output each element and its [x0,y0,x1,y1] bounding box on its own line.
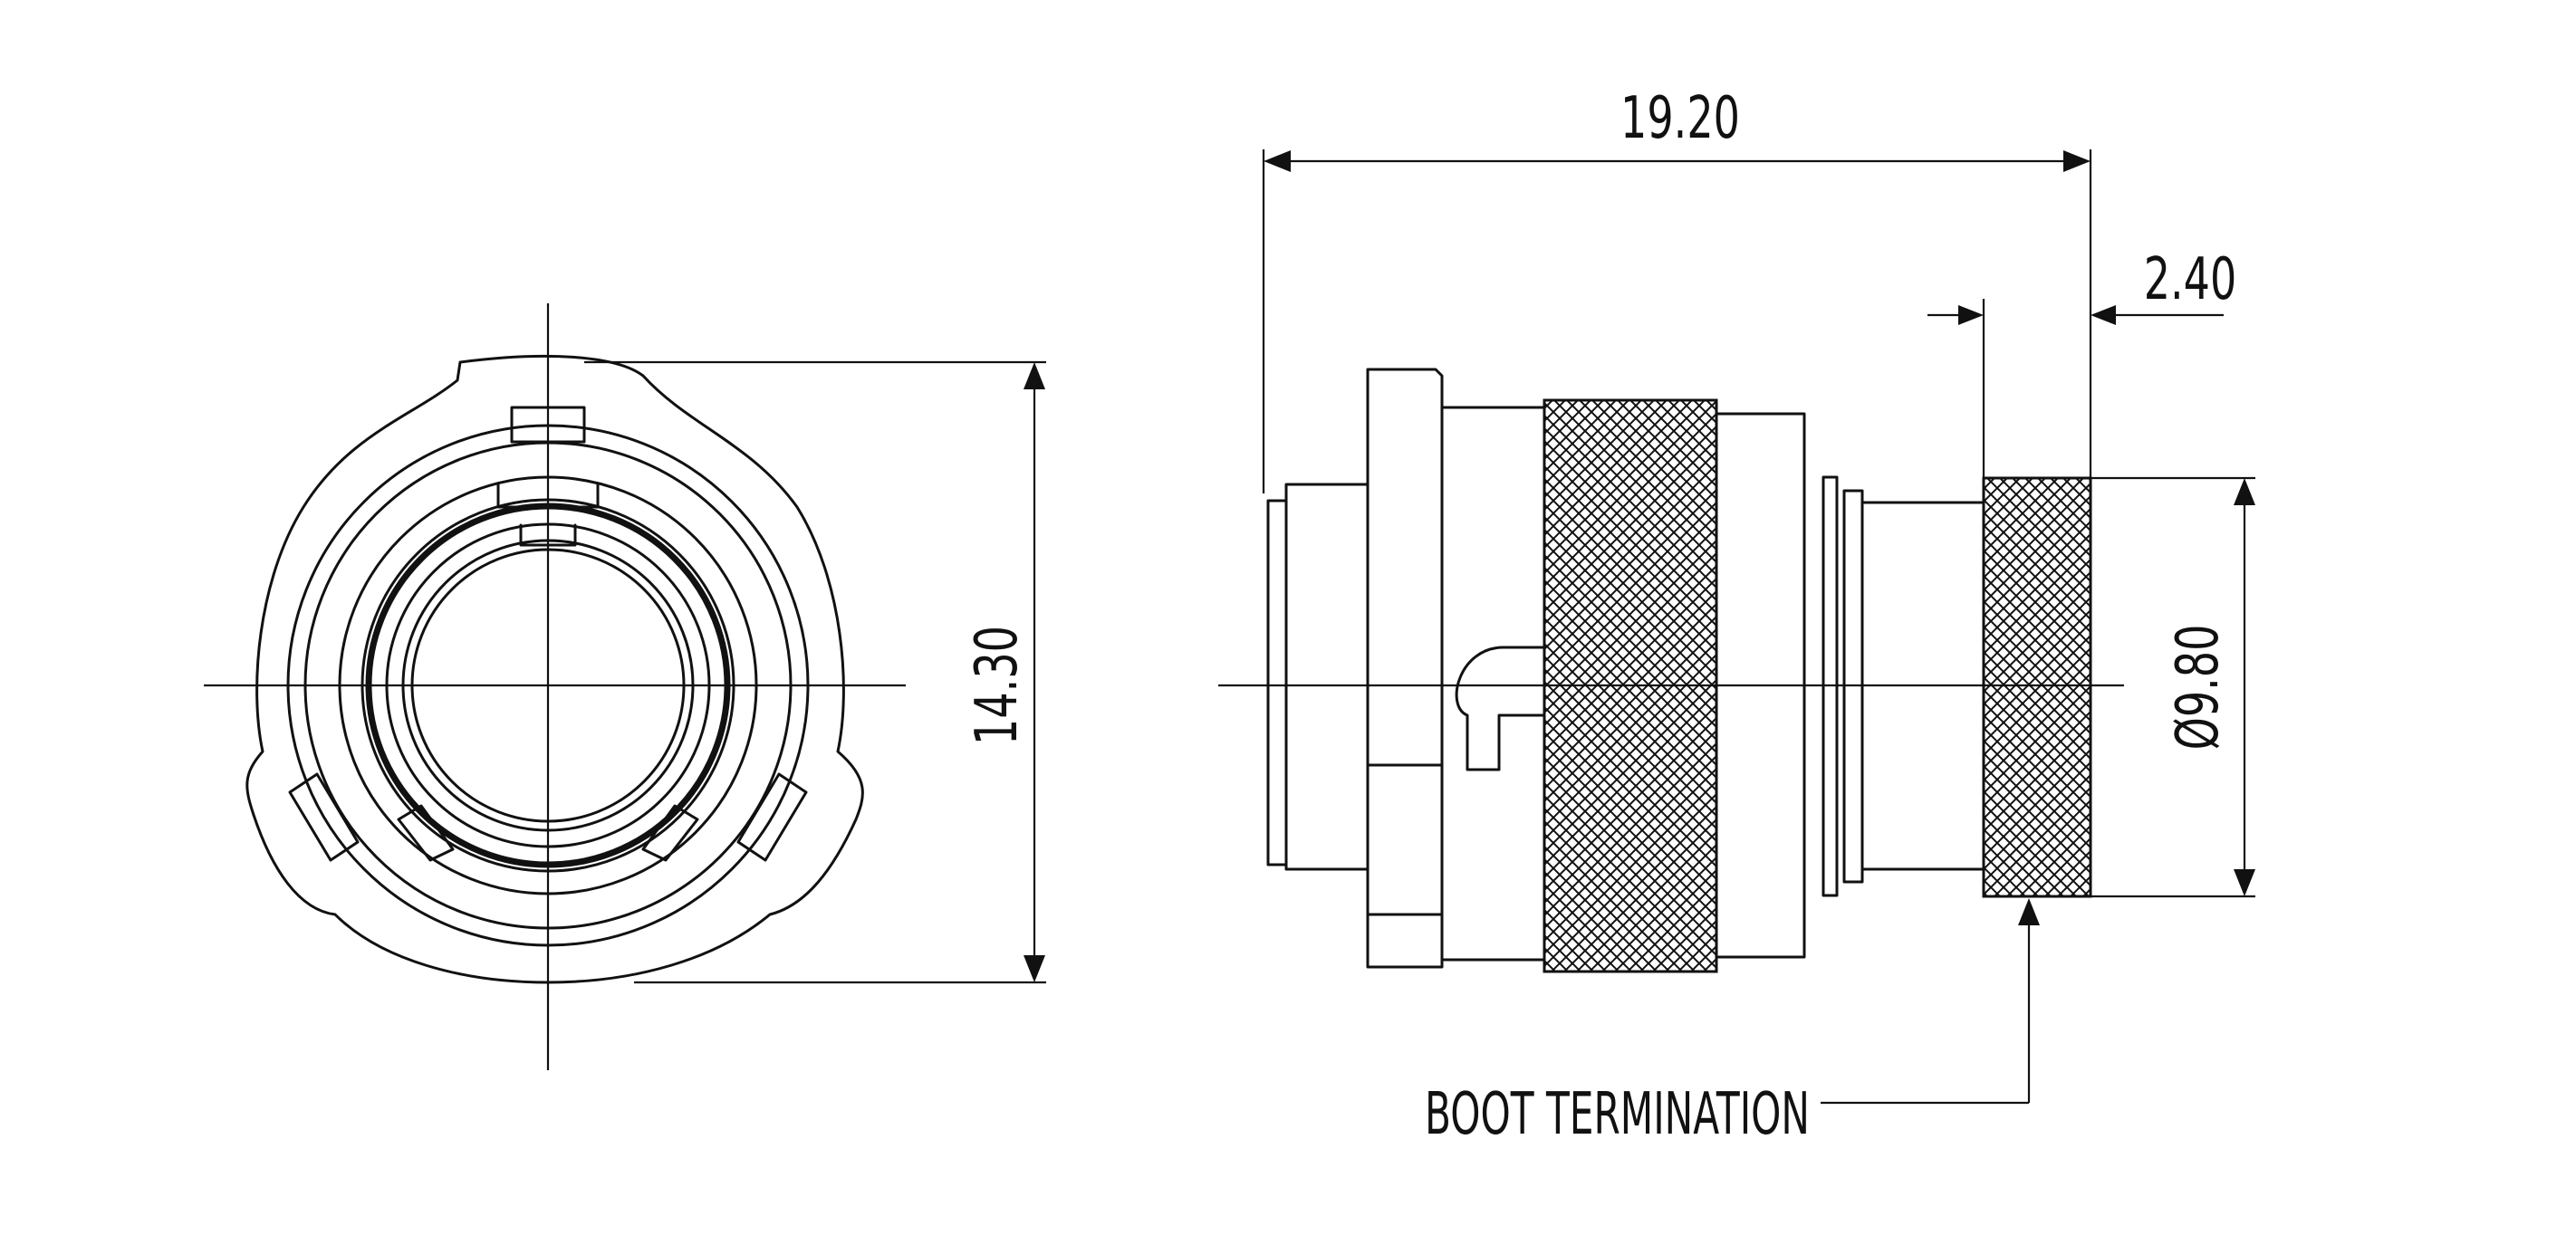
front-outer-housing [245,354,864,984]
front-latch-right [736,772,808,862]
front-height-dimension: 14.30 [584,360,1046,984]
side-flange [1366,368,1444,969]
boot-termination-callout: BOOT TERMINATION [1425,898,2040,1147]
diameter-label: Ø9.80 [2164,625,2232,751]
callout-arrow [2018,898,2040,925]
front-tab-left [397,804,455,862]
boot-knurl [1982,476,2092,898]
height-arrow-bottom [1024,955,1045,982]
callout-label: BOOT TERMINATION [1425,1080,1810,1147]
diameter-arrow-bottom [2234,869,2255,896]
height-label: 14.30 [963,626,1031,745]
length-arrow-left [1264,150,1291,172]
diameter-arrow-top [2234,478,2255,505]
boot-length-label: 2.40 [2144,245,2237,313]
side-view [1218,368,2124,973]
front-top-key-outer [510,406,586,444]
boot-diameter-dimension: Ø9.80 [2091,476,2255,898]
length-dimension: 19.20 [1262,84,2092,493]
front-latch-left [288,772,360,862]
boot-length-dimension: 2.40 [1927,245,2236,478]
height-arrow-top [1024,362,1045,389]
length-label: 19.20 [1620,84,1740,152]
front-view [204,303,906,1070]
front-tab-right [641,804,699,862]
side-nose [1266,483,1370,871]
boot-arrow-left [1958,305,1984,325]
side-key-slot [1455,646,1546,771]
boot-arrow-right [2091,305,2116,325]
length-arrow-right [2063,150,2091,172]
